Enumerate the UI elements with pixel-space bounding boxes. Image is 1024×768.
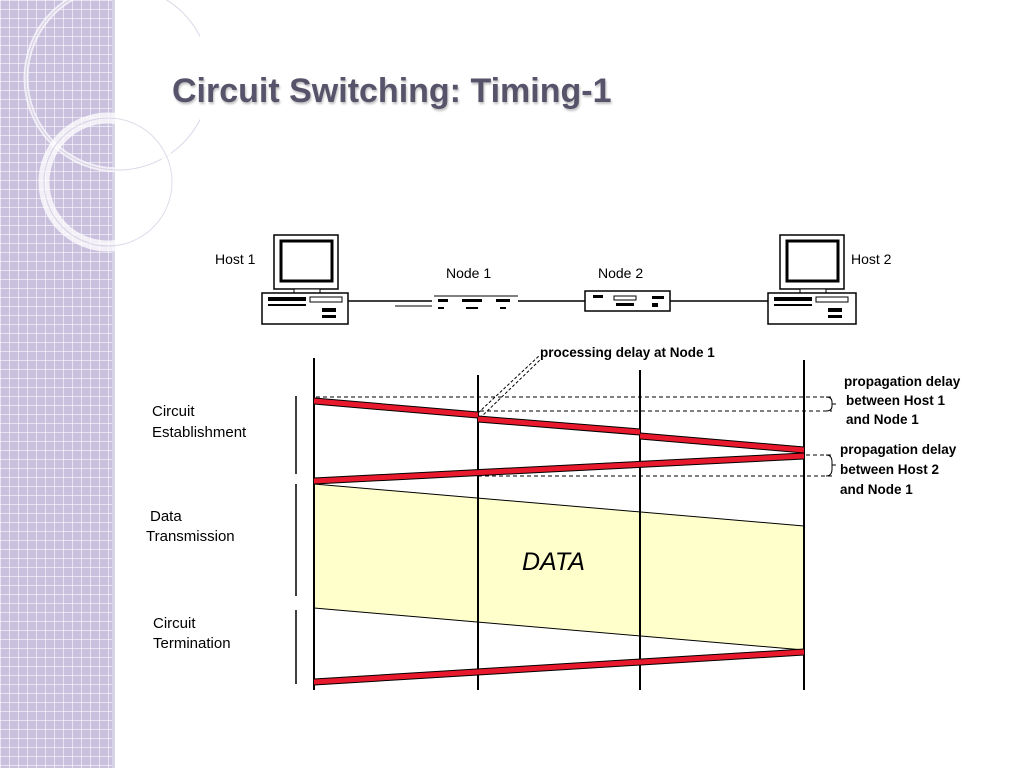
node2-switch-icon — [584, 290, 671, 312]
host1-computer-icon — [261, 234, 349, 325]
prop-delay-1-brace — [825, 396, 836, 412]
phase-termination-line2: Termination — [153, 635, 231, 652]
phase-transmission-line2: Transmission — [146, 528, 235, 545]
prop-delay-2-line1: propagation delay — [840, 442, 957, 457]
prop-delay-1-line1: propagation delay — [844, 374, 961, 389]
prop-delay-1-line2: between Host 1 — [846, 393, 946, 408]
data-block-label: DATA — [522, 548, 585, 576]
prop-delay-2-line3: and Node 1 — [840, 482, 913, 497]
decorative-rings — [23, 0, 200, 252]
host2-label: Host 2 — [851, 251, 892, 267]
processing-pointer-2 — [479, 359, 541, 419]
slide-title: Circuit Switching: Timing-1 — [172, 72, 612, 110]
data-block — [314, 484, 804, 650]
phase-establishment-line2: Establishment — [152, 424, 247, 441]
node1-label: Node 1 — [446, 265, 491, 281]
signal-lines — [313, 397, 805, 686]
data-block-top-edge — [313, 483, 805, 527]
processing-delay-annotation: processing delay at Node 1 — [540, 345, 715, 360]
processing-pointer-1 — [477, 354, 541, 414]
phase-termination-line1: Circuit — [153, 615, 196, 632]
host1-label: Host 1 — [215, 251, 256, 267]
node2-label: Node 2 — [598, 265, 643, 281]
phase-establishment-line1: Circuit — [152, 403, 195, 420]
prop-delay-2-line2: between Host 2 — [840, 462, 939, 477]
prop-delay-2-brace — [825, 454, 836, 477]
prop-delay-1-line3: and Node 1 — [846, 412, 919, 427]
node1-switch-icon — [434, 295, 518, 309]
host2-computer-icon — [767, 234, 857, 325]
sidebar-edge — [112, 0, 115, 768]
decorative-sidebar — [0, 0, 112, 768]
phase-transmission-line1: Data — [150, 508, 182, 525]
data-block-bottom-edge — [313, 607, 805, 651]
